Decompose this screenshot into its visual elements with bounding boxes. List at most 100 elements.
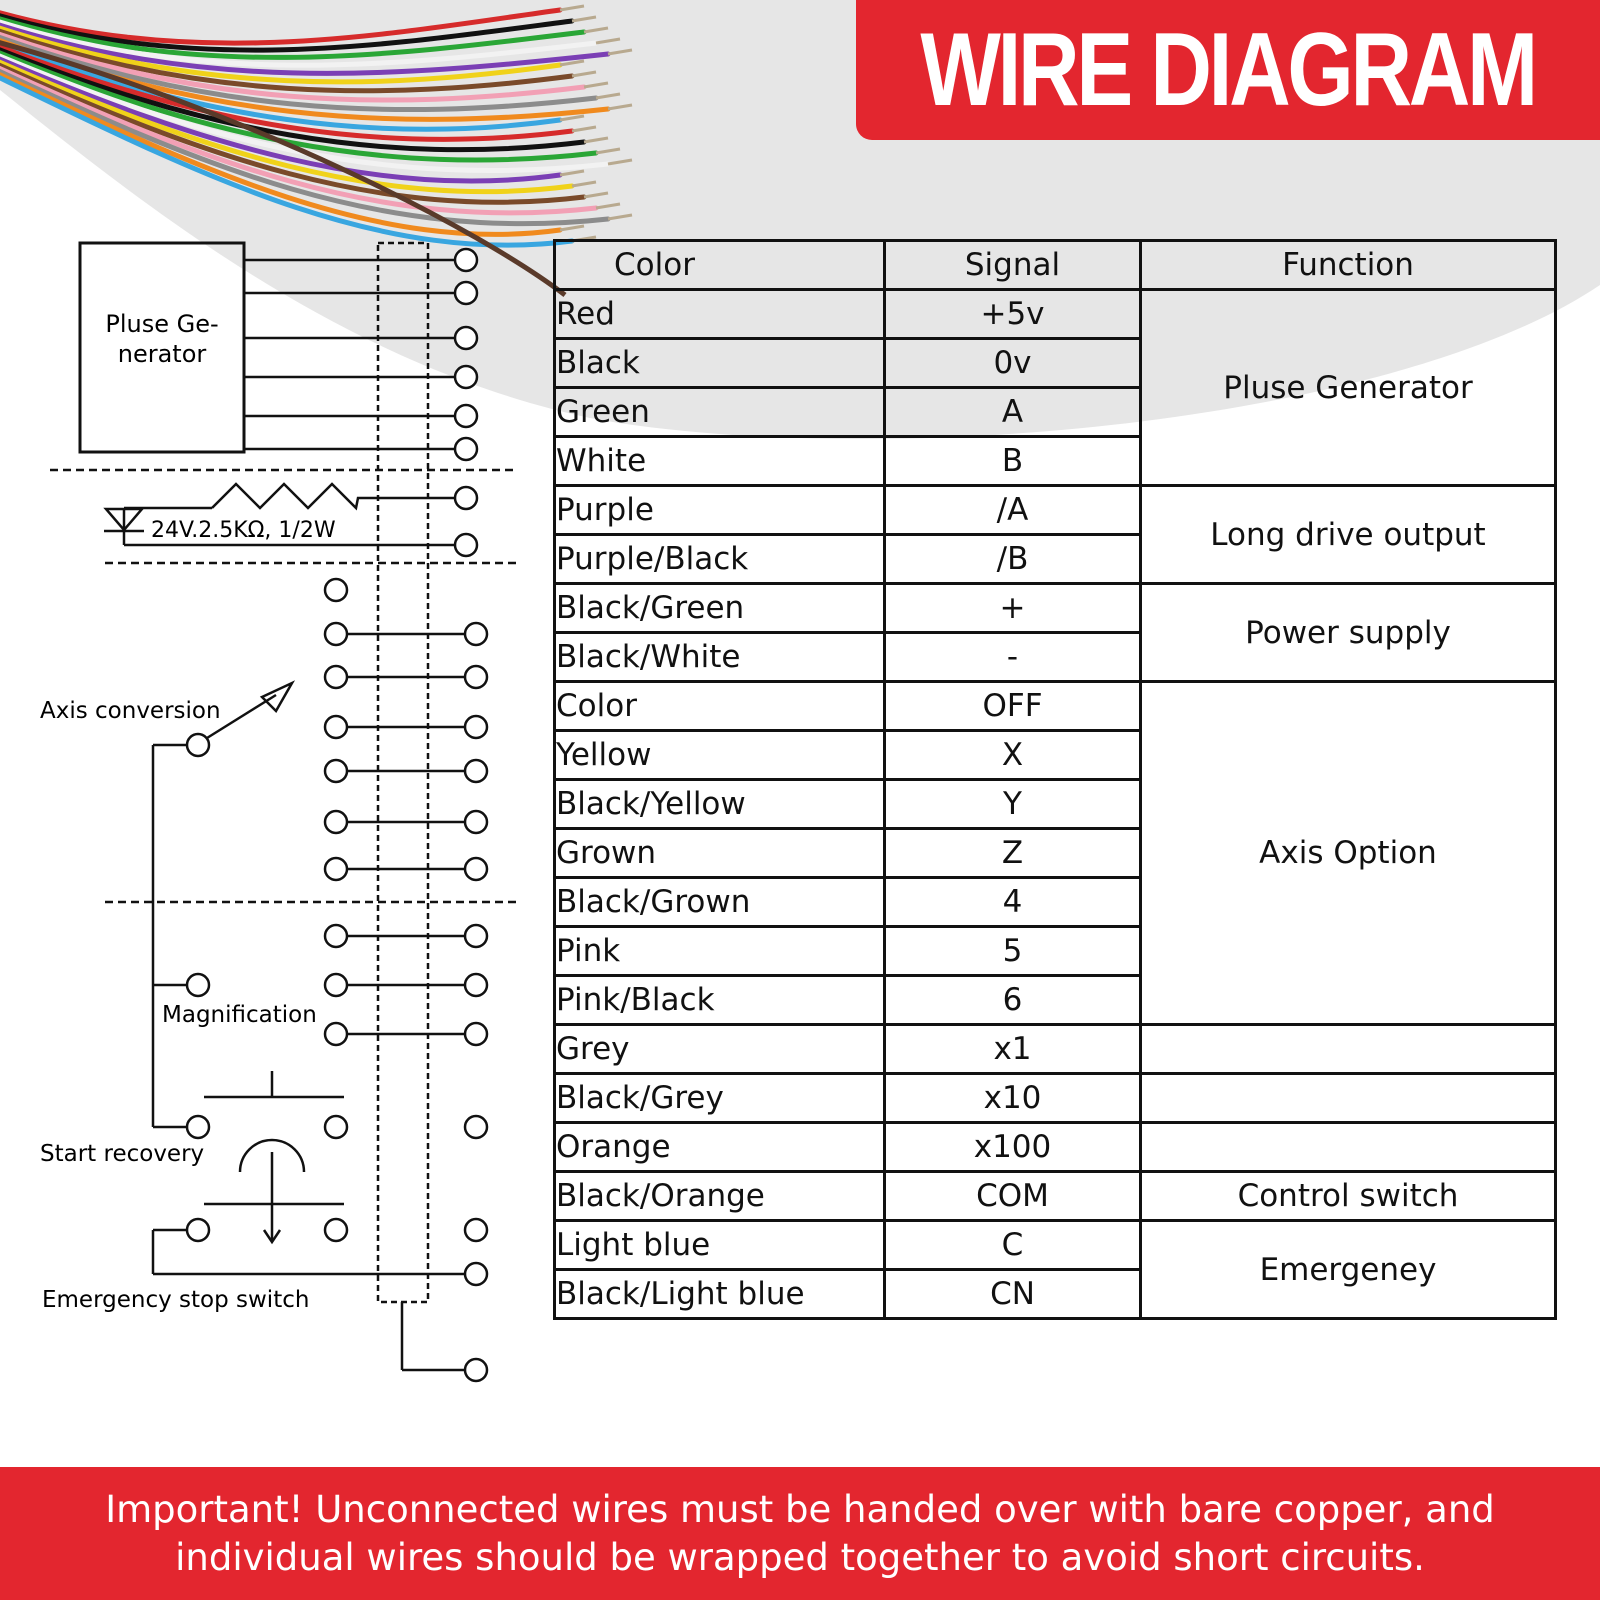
wire-strand [0, 47, 587, 153]
resistor-label: 24V.2.5KΩ, 1/2W [151, 518, 336, 543]
terminal-point [463, 1357, 489, 1383]
warning-line-1: Important! Unconnected wires must be han… [105, 1487, 1495, 1531]
bare-copper-tip [559, 59, 585, 67]
terminal-point [463, 972, 489, 998]
wire-color-cell: Red [553, 288, 886, 340]
wire-strand [0, 28, 575, 94]
wire-signal-cell: COM [883, 1170, 1142, 1222]
bare-copper-tip [607, 158, 633, 166]
terminal-point [463, 809, 489, 835]
terminal-point [185, 1217, 211, 1243]
wire-strand [0, 68, 611, 227]
wire-signal-cell: X [883, 729, 1142, 781]
wire-strand [0, 25, 563, 85]
wire-color-cell: Grey [553, 1023, 886, 1075]
wire-strand [0, 56, 563, 184]
bare-copper-tip [607, 213, 633, 221]
terminal-point [323, 923, 349, 949]
wire-strand [0, 62, 587, 205]
bare-copper-tip [583, 81, 609, 89]
pulse-generator-label-line1: Pluse Ge- [105, 310, 218, 338]
wire-signal-cell: Z [883, 827, 1142, 879]
axis-selector-arm [206, 693, 277, 740]
terminal-point [453, 532, 479, 558]
wire-signal-cell: /B [883, 533, 1142, 585]
wire-strand [0, 65, 599, 216]
terminal-point [463, 1217, 489, 1243]
bare-copper-tip [595, 92, 621, 100]
wire-strand [0, 13, 575, 53]
wire-signal-cell: CN [883, 1268, 1142, 1320]
bare-copper-tip [583, 26, 609, 34]
bare-copper-tip [607, 48, 633, 56]
wire-color-cell: Grown [553, 827, 886, 879]
wire-signal-cell: + [883, 582, 1142, 634]
bare-copper-tip [595, 147, 621, 155]
emergency-stop-symbol [238, 1138, 306, 1173]
wire-signal-cell: Y [883, 778, 1142, 830]
wire-strand [0, 7, 563, 46]
terminal-point [453, 403, 479, 429]
wire-strand [0, 31, 587, 103]
wire-color-cell: White [553, 435, 886, 487]
wire-signal-cell: /A [883, 484, 1142, 536]
bare-copper-tip [607, 103, 633, 111]
emergency-stop-label: Emergency stop switch [42, 1287, 309, 1313]
wire-function-cell: Long drive output [1139, 484, 1557, 585]
title-banner: WIRE DIAGRAM [856, 0, 1600, 140]
wire-color-cell: Purple/Black [553, 533, 886, 585]
terminal-point [453, 247, 479, 273]
wire-signal-cell: x1 [883, 1023, 1142, 1075]
bare-copper-tip [583, 191, 609, 199]
wire-function-cell: Emergeney [1139, 1219, 1557, 1320]
start-recovery-label: Start recovery [40, 1141, 204, 1167]
wire-function-cell: Control switch [1139, 1170, 1557, 1222]
bare-copper-tip [571, 180, 597, 188]
terminal-point [463, 621, 489, 647]
wire-color-cell: Black/Orange [553, 1170, 886, 1222]
wire-signal-cell: +5v [883, 288, 1142, 340]
diode-symbol [103, 507, 145, 532]
wire-strand [0, 40, 567, 297]
terminal-point [463, 1021, 489, 1047]
header-signal: Signal [883, 239, 1142, 291]
wire-strands [0, 4, 633, 297]
terminal-point [323, 1217, 349, 1243]
terminal-point [323, 1114, 349, 1140]
bare-copper-tip [571, 125, 597, 133]
terminal-point [323, 809, 349, 835]
wire-signal-cell: x100 [883, 1121, 1142, 1173]
wire-function-cell: Axis Option [1139, 680, 1557, 1026]
header-color: Color [553, 239, 886, 291]
bare-copper-tip [571, 70, 597, 78]
terminal-point [323, 621, 349, 647]
pulse-generator-label-line2: nerator [118, 340, 207, 368]
warning-line-2: individual wires should be wrapped toget… [175, 1535, 1425, 1579]
terminal-point [463, 923, 489, 949]
terminal-point [463, 758, 489, 784]
resistor-symbol [211, 482, 454, 511]
terminal-point [323, 758, 349, 784]
bare-copper-tip [583, 136, 609, 144]
table-row: Black/Green+Power supply [553, 582, 1557, 683]
wire-signal-cell: 6 [883, 974, 1142, 1026]
wire-strand [0, 22, 611, 76]
warning-footer: Important! Unconnected wires must be han… [0, 1467, 1600, 1600]
wire-signal-cell: 4 [883, 876, 1142, 928]
page-title: WIRE DIAGRAM [920, 11, 1539, 128]
wire-function-cell [1139, 1072, 1557, 1124]
wire-function-cell [1139, 1121, 1557, 1173]
wire-color-cell: Green [553, 386, 886, 438]
wire-color-cell: Black/Green [553, 582, 886, 634]
terminal-point [453, 280, 479, 306]
